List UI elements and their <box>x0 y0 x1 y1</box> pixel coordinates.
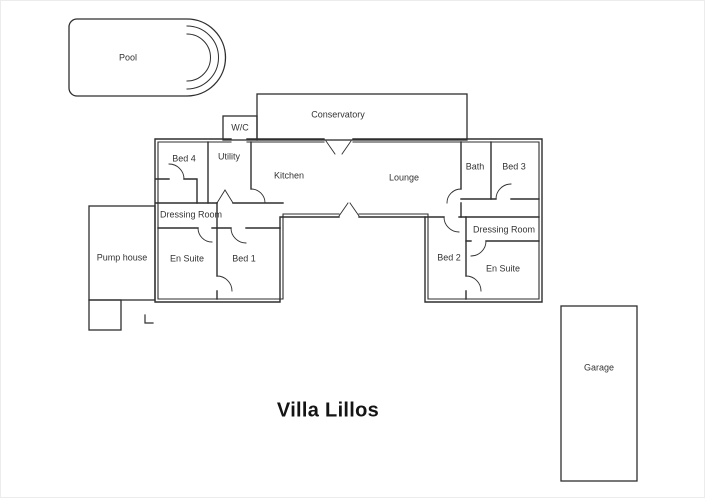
room-label-bed3: Bed 3 <box>502 161 526 172</box>
room-label-pump-house: Pump house <box>96 252 148 263</box>
house-interior-walls <box>155 141 540 300</box>
conservatory-double-door <box>325 140 352 155</box>
ensuite-left-door-arc <box>197 227 213 243</box>
door-swings <box>168 140 512 292</box>
room-label-utility: Utility <box>218 151 240 162</box>
bath-door-arc <box>446 188 462 204</box>
bed2-door-arc <box>443 216 460 233</box>
room-label-dressing-left: Dressing Room <box>159 209 223 220</box>
room-label-bed1: Bed 1 <box>232 253 256 264</box>
plan-title: Villa Lillos <box>276 399 380 422</box>
room-label-garage: Garage <box>583 362 615 373</box>
room-label-bed2: Bed 2 <box>437 252 461 263</box>
bed2-ensuite-door-arc <box>465 275 482 292</box>
room-label-lounge: Lounge <box>388 172 420 183</box>
bed4-door-arc <box>168 163 185 180</box>
pump-house-shape <box>88 205 156 331</box>
room-label-pool: Pool <box>118 52 138 63</box>
pump-house-door-mark <box>144 314 154 324</box>
room-label-ensuite-right: En Suite <box>485 263 521 274</box>
room-label-wc: W/C <box>231 122 249 133</box>
pool-steps <box>186 25 219 90</box>
room-label-kitchen: Kitchen <box>273 170 305 181</box>
utility-bifold-door <box>216 189 234 204</box>
room-label-bed4: Bed 4 <box>172 153 196 164</box>
room-label-ensuite-left: En Suite <box>169 253 205 264</box>
pool-shape <box>68 18 227 97</box>
room-label-conservatory: Conservatory <box>311 109 365 120</box>
wc-shape <box>222 115 258 141</box>
bed3-door-arc <box>495 183 512 200</box>
house-exterior-walls <box>154 138 543 303</box>
room-label-bath: Bath <box>465 161 485 172</box>
kitchen-door-arc <box>250 188 266 204</box>
dressing-right-door-arc <box>470 240 487 257</box>
terrace-double-door <box>338 202 360 217</box>
bed1-ensuite-door-arc <box>216 275 233 292</box>
bed1-door-arc <box>230 227 247 244</box>
room-label-dressing-right: Dressing Room <box>472 224 536 235</box>
garage-shape <box>560 305 638 482</box>
